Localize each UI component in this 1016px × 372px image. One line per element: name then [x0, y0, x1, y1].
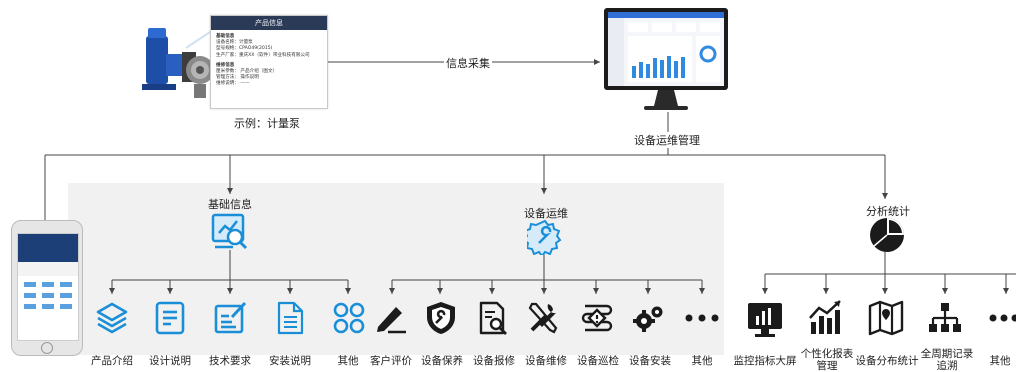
file-text-icon — [277, 301, 304, 335]
repair-info-heading: 维修信息 — [216, 62, 235, 68]
item-product-intro: 产品介绍 — [91, 355, 133, 367]
item-dashboard: 监控指标大屏 — [733, 355, 797, 367]
document-lines-icon — [155, 301, 185, 335]
map-icon — [868, 300, 904, 336]
layers-icon — [96, 302, 128, 334]
product-info-card: 产品信息 基础信息 设备名称：计量泵 型号规格：CPAO49(2015) 生产厂… — [210, 15, 328, 109]
item-inspection: 设备巡检 — [577, 355, 619, 367]
report-search-icon — [479, 301, 507, 335]
group-ops-label: 设备运维 — [524, 207, 568, 220]
more-dots-icon — [685, 314, 719, 322]
info-row: 维修说明： —— — [216, 81, 250, 87]
monitor-caption: 设备运维管理 — [632, 132, 702, 148]
mobile-phone-image — [11, 220, 83, 356]
example-caption: 示例：计量泵 — [234, 117, 300, 130]
item-maintenance: 设备保养 — [421, 355, 463, 367]
monitor-image — [604, 8, 728, 110]
item-lifecycle-trace: 全周期记录追溯 — [920, 348, 974, 372]
item-tech-requirements: 技术要求 — [209, 355, 251, 367]
item-basic-other: 其他 — [337, 355, 359, 367]
inspection-route-icon — [581, 304, 613, 332]
basic-info-icon — [211, 213, 248, 250]
info-row: 型号规格：CPAO49(2015) — [216, 46, 273, 52]
item-design-notes: 设计说明 — [149, 355, 191, 367]
item-repair: 设备维修 — [525, 355, 567, 367]
collect-label: 信息采集 — [444, 55, 492, 71]
group-basic-info-label: 基础信息 — [208, 198, 252, 211]
hierarchy-icon — [929, 303, 961, 332]
tools-icon — [528, 302, 558, 334]
edit-document-icon — [214, 301, 247, 334]
product-info-title: 产品信息 — [211, 16, 327, 30]
maintenance-panel-background — [68, 183, 724, 355]
metering-pump-image — [142, 28, 214, 98]
report-chart-icon — [809, 300, 841, 334]
pen-icon — [377, 307, 406, 334]
item-repair-report: 设备报修 — [473, 355, 515, 367]
pie-chart-icon — [870, 218, 904, 252]
item-custom-report: 个性化报表管理 — [800, 348, 854, 372]
item-install: 设备安装 — [629, 355, 671, 367]
item-install-notes: 安装说明 — [269, 355, 311, 367]
info-row: 生产厂家：重庆XX（软件）带业科技有限公司 — [216, 52, 310, 58]
basic-info-heading: 基础信息 — [216, 34, 235, 39]
item-distribution-stats: 设备分布统计 — [855, 355, 919, 367]
dashboard-screen-icon — [748, 303, 782, 337]
group-stats-label: 分析统计 — [866, 205, 910, 218]
info-row: 厘米参数： 产品介绍（图文） — [216, 69, 278, 75]
more-grid-icon — [333, 302, 365, 334]
gears-icon — [633, 306, 663, 332]
item-stats-other: 其他 — [989, 355, 1011, 367]
more-dots-icon — [989, 314, 1016, 322]
gear-wrench-icon — [527, 219, 562, 255]
item-ops-other: 其他 — [691, 355, 713, 367]
info-row: 管理方法： 操作说明 — [216, 75, 259, 81]
info-row: 设备名称：计量泵 — [216, 40, 253, 46]
shield-wrench-icon — [427, 302, 455, 334]
item-customer-review: 客户评价 — [370, 355, 412, 367]
